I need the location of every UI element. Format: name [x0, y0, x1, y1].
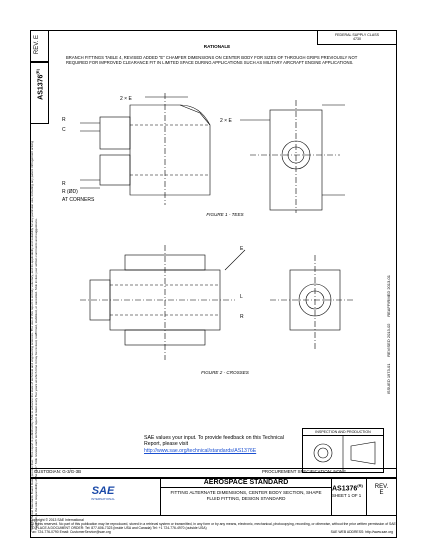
fig1-label-r-left: R: [62, 117, 66, 123]
sae-logo-text: SAE: [91, 485, 115, 497]
footer-copyright: Copyright © 2013 SAE International: [30, 518, 84, 522]
feedback-box: SAE values your input. To provide feedba…: [144, 435, 300, 463]
rev-label: REV.: [34, 40, 40, 55]
copyright-line: Copyright © 2013 SAE International All r…: [30, 518, 397, 534]
fig1-label-2e-mid: 2 × E: [220, 118, 232, 124]
sheet-number: SHEET 1 OF 1: [332, 493, 362, 499]
footer-rev-label: REV.: [374, 484, 389, 490]
feedback-text: SAE values your input. To provide feedba…: [144, 435, 284, 448]
sae-logo: SAE INTERNATIONAL: [88, 485, 118, 509]
tee-elevation-outline: [129, 104, 211, 196]
title-middle-cell: AEROSPACE STANDARD FITTING ALTERNATE DIM…: [160, 478, 332, 516]
doc-number: AS1376: [37, 74, 45, 100]
footer-legal: All rights reserved. No part of this pub…: [30, 522, 397, 526]
title-block: [30, 478, 397, 516]
revised-date: REVISED 2013-02: [386, 323, 391, 357]
sae-logo-sub: INTERNATIONAL: [91, 497, 115, 501]
footer-fax-line: Fax: 724-776-0790 Email: CustomerService…: [30, 530, 111, 534]
fig1-label-r-bottom: R: [62, 181, 66, 187]
fig2-label-l: L: [240, 294, 243, 300]
reaffirmed-date: REAFFIRMED 2013-01: [386, 275, 391, 317]
rationale-title: RATIONALE: [203, 44, 231, 49]
standard-description: FITTING ALTERNATE DIMENSIONS, CENTER BOD…: [170, 490, 322, 501]
footer-doc-number: AS1376(R): [332, 483, 363, 493]
figure-2-crosses-drawing: E L R: [80, 245, 355, 360]
footer-web-line: SAE WEB ADDRESS: http://www.sae.org: [330, 530, 393, 534]
inspection-box: INSPECTION AND PRODUCTION: [302, 428, 384, 473]
footer-doc-suffix: (R): [357, 483, 363, 488]
figure-1-caption: FIGURE 1 - TEES: [206, 212, 244, 217]
figure-1-tees-drawing: 2 × E R C 2 × E R R (ØD) AT CORNERS: [62, 93, 345, 213]
figure-2-caption: FIGURE 2 - CROSSES: [201, 370, 249, 375]
right-date-strip: ISSUED 1973-01 REVISED 2013-02 REAFFIRME…: [384, 275, 396, 455]
footer-rev-value: E: [379, 490, 384, 496]
rev-value: E: [34, 35, 40, 40]
federal-supply-class-box: FEDERAL SUPPLY CLASS 4730: [317, 30, 397, 45]
fig1-label-2e-top: 2 × E: [120, 96, 132, 102]
review-notice: SAE reviews each technical report at lea…: [33, 218, 38, 465]
fig1-label-c-left: C: [62, 127, 66, 133]
doc-number-suffix: (R): [35, 69, 40, 75]
footer-rev-cell: REV. E: [366, 478, 397, 516]
rationale-body: BRANCH FITTINGS TABLE 4, REVISED ADDED "…: [66, 55, 358, 66]
inspection-symbol: [313, 436, 376, 471]
footer-order-line: TO PLACE A DOCUMENT ORDER: Tel: 877-606-…: [30, 526, 207, 530]
custodian-row: [30, 468, 397, 478]
tee-left-branch: [99, 116, 131, 150]
tee-left-branch-lower: [99, 154, 131, 186]
fig2-label-e: E: [240, 246, 244, 252]
fig1-label-at-corners: AT CORNERS: [62, 197, 95, 203]
procurement-text: PROCUREMENT SPECIFICATION: NONE: [262, 469, 346, 474]
rev-box-top: REV. E: [30, 30, 49, 62]
page-frame: [30, 30, 397, 538]
issued-date: ISSUED 1973-01: [386, 363, 391, 395]
doc-number-box-top: AS1376(R): [30, 62, 49, 124]
inspection-label: INSPECTION AND PRODUCTION: [303, 429, 383, 437]
feedback-link[interactable]: http://www.sae.org/technical/standards/A…: [144, 447, 257, 454]
custodian-text: CUSTODIAN: G-3/G-3B: [34, 469, 82, 474]
standard-title: AEROSPACE STANDARD: [161, 478, 331, 488]
title-doc-cell: AS1376(R) SHEET 1 OF 1: [330, 478, 367, 516]
fig2-label-r: R: [240, 314, 244, 320]
fig1-label-r-corners: R (ØD): [62, 189, 78, 195]
